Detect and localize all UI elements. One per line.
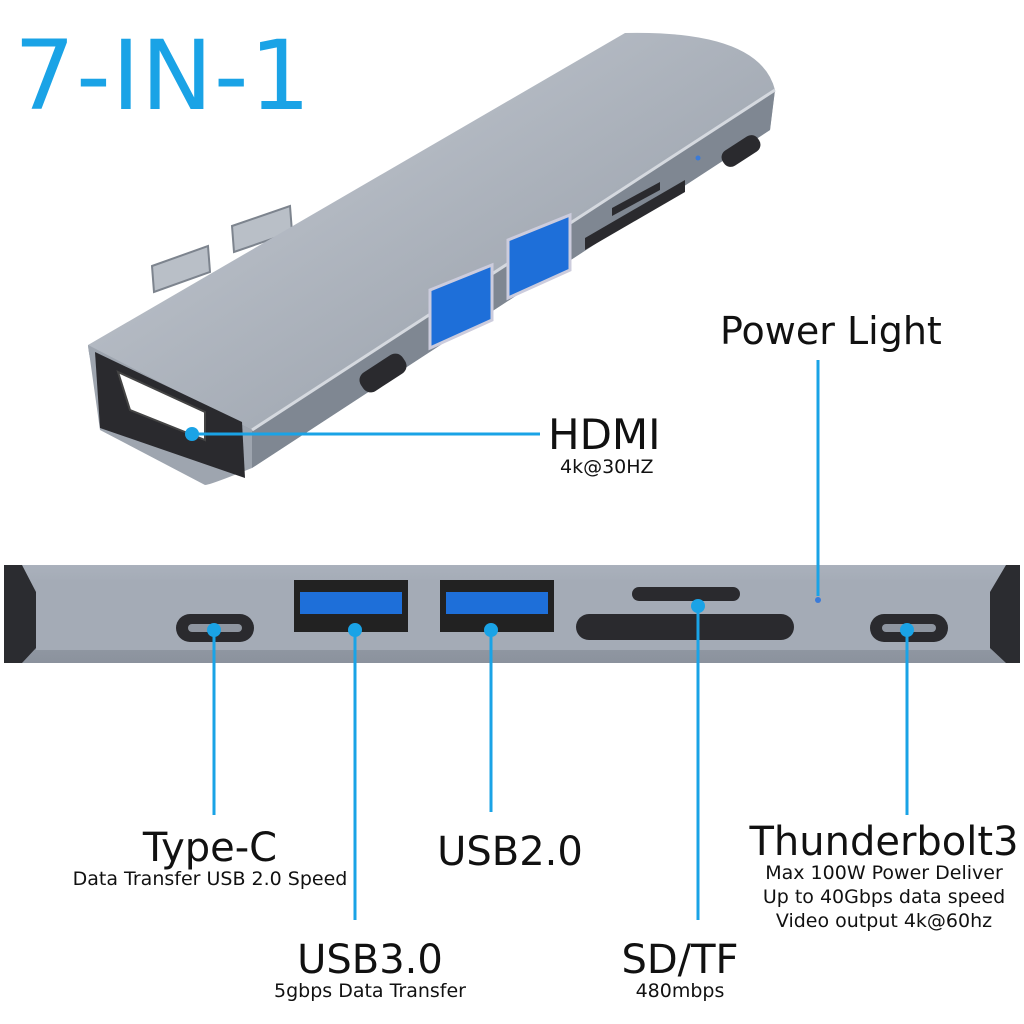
- sdtf-label: SD/TF: [621, 937, 739, 983]
- hub-isometric: [88, 32, 776, 485]
- thunderbolt-callout: Thunderbolt3 Max 100W Power Deliver Up t…: [744, 822, 1024, 933]
- type-c-detail: Data Transfer USB 2.0 Speed: [72, 868, 348, 890]
- callout-lines: [185, 360, 914, 920]
- type-c-label: Type-C: [142, 825, 278, 871]
- sdtf-detail: 480mbps: [635, 980, 725, 1002]
- product-title: 7-IN-1: [14, 20, 312, 132]
- usb3-label: USB3.0: [297, 937, 443, 983]
- hdmi-callout: HDMI 4k@30HZ: [548, 414, 661, 480]
- thunderbolt-detail-2: Up to 40Gbps data speed: [762, 885, 1006, 908]
- hub-front-view: [4, 565, 1020, 663]
- sdtf-callout: SD/TF 480mbps: [590, 940, 770, 1004]
- usb3-detail: 5gbps Data Transfer: [273, 980, 466, 1002]
- usb2-callout: USB2.0: [420, 832, 600, 872]
- hdmi-label: HDMI: [548, 410, 661, 459]
- usb2-label: USB2.0: [437, 829, 583, 875]
- thunderbolt-detail-3: Video output 4k@60hz: [775, 909, 993, 932]
- power-light-label: Power Light: [720, 309, 942, 353]
- thunderbolt-detail-1: Max 100W Power Deliver: [765, 862, 1003, 884]
- thunderbolt-label: Thunderbolt3: [749, 819, 1019, 865]
- type-c-callout: Type-C Data Transfer USB 2.0 Speed: [40, 828, 380, 892]
- hdmi-detail: 4k@30HZ: [560, 456, 654, 478]
- usb3-callout: USB3.0 5gbps Data Transfer: [240, 940, 500, 1004]
